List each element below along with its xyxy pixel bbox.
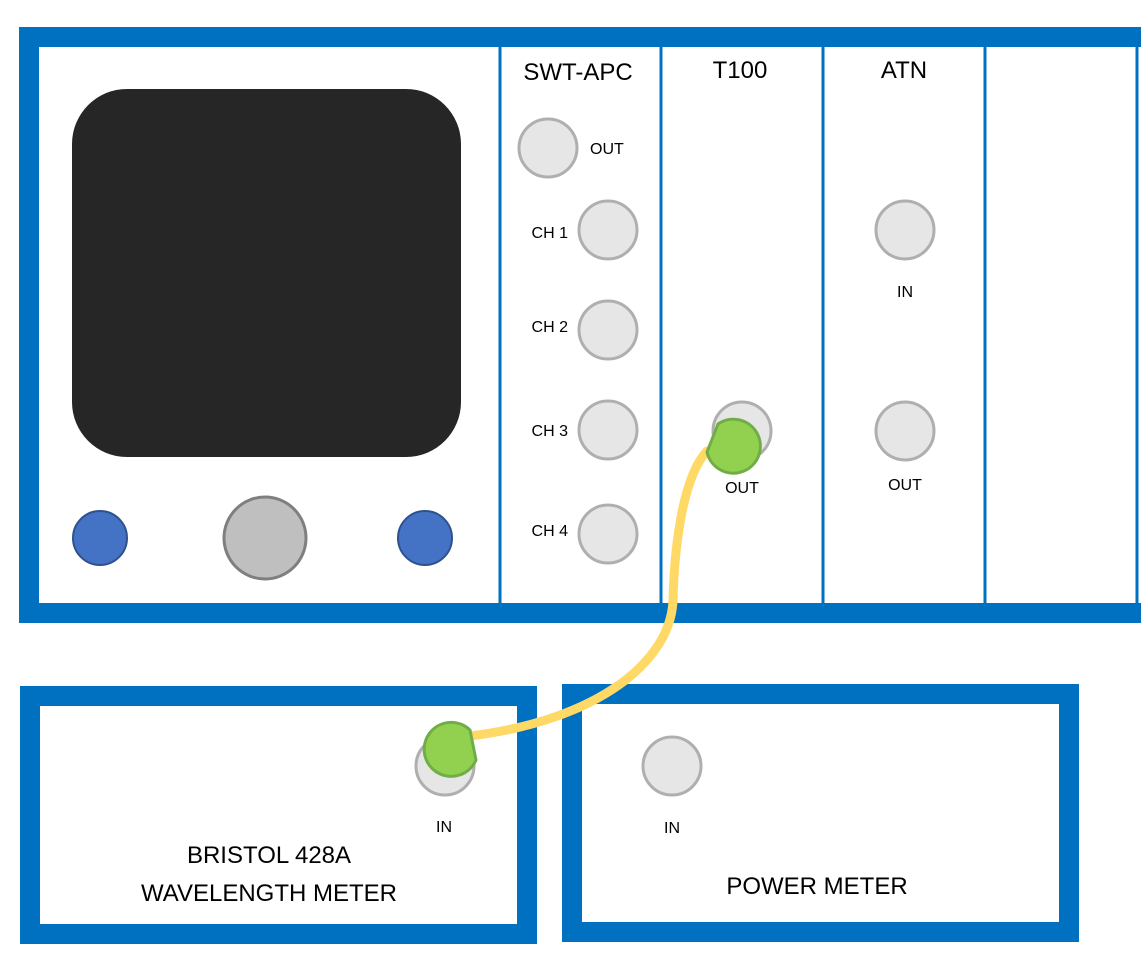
gray-knob[interactable] <box>222 495 308 581</box>
port-powermeter-in[interactable] <box>641 735 703 797</box>
port-label: CH 4 <box>532 523 569 540</box>
mainframe: SWT-APC OUT CH 1 CH 2 CH 3 CH 4 T100 OUT… <box>19 27 1141 623</box>
display-screen <box>72 89 461 457</box>
port-swt-out[interactable] <box>517 117 579 179</box>
module-title: ATN <box>881 57 927 84</box>
fiber-cable[interactable] <box>465 446 712 741</box>
port-atn-in[interactable] <box>874 199 936 261</box>
blue-knob-right[interactable] <box>397 510 453 566</box>
port-swt-ch1[interactable] <box>577 199 639 261</box>
port-swt-ch2[interactable] <box>577 299 639 361</box>
port-atn-out[interactable] <box>874 400 936 462</box>
port-label: CH 1 <box>532 225 569 242</box>
fiber-connector-wavemeter[interactable] <box>422 720 478 778</box>
fiber-connector-t100[interactable] <box>705 417 762 475</box>
blue-knob-left[interactable] <box>72 510 128 566</box>
port-label: CH 3 <box>532 423 569 440</box>
port-label: OUT <box>888 477 922 494</box>
port-label: OUT <box>590 141 624 158</box>
port-label: CH 2 <box>532 319 569 336</box>
instrument-name: BRISTOL 428A <box>187 842 351 869</box>
port-label: IN <box>897 284 913 301</box>
fiber-patch-cable[interactable] <box>422 417 762 778</box>
instrument-name: POWER METER <box>726 873 907 900</box>
port-swt-ch3[interactable] <box>577 399 639 461</box>
instrument-name: WAVELENGTH METER <box>141 880 397 907</box>
port-label: OUT <box>725 480 759 497</box>
power-meter-frame <box>562 684 1079 942</box>
port-label: IN <box>436 819 452 836</box>
port-swt-ch4[interactable] <box>577 503 639 565</box>
module-swt-apc: SWT-APC OUT CH 1 CH 2 CH 3 CH 4 <box>517 59 639 565</box>
module-title: T100 <box>713 57 768 84</box>
module-atn: ATN IN OUT <box>874 57 936 494</box>
port-label: IN <box>664 820 680 837</box>
module-title: SWT-APC <box>523 59 632 86</box>
power-meter: IN POWER METER <box>562 684 1079 942</box>
